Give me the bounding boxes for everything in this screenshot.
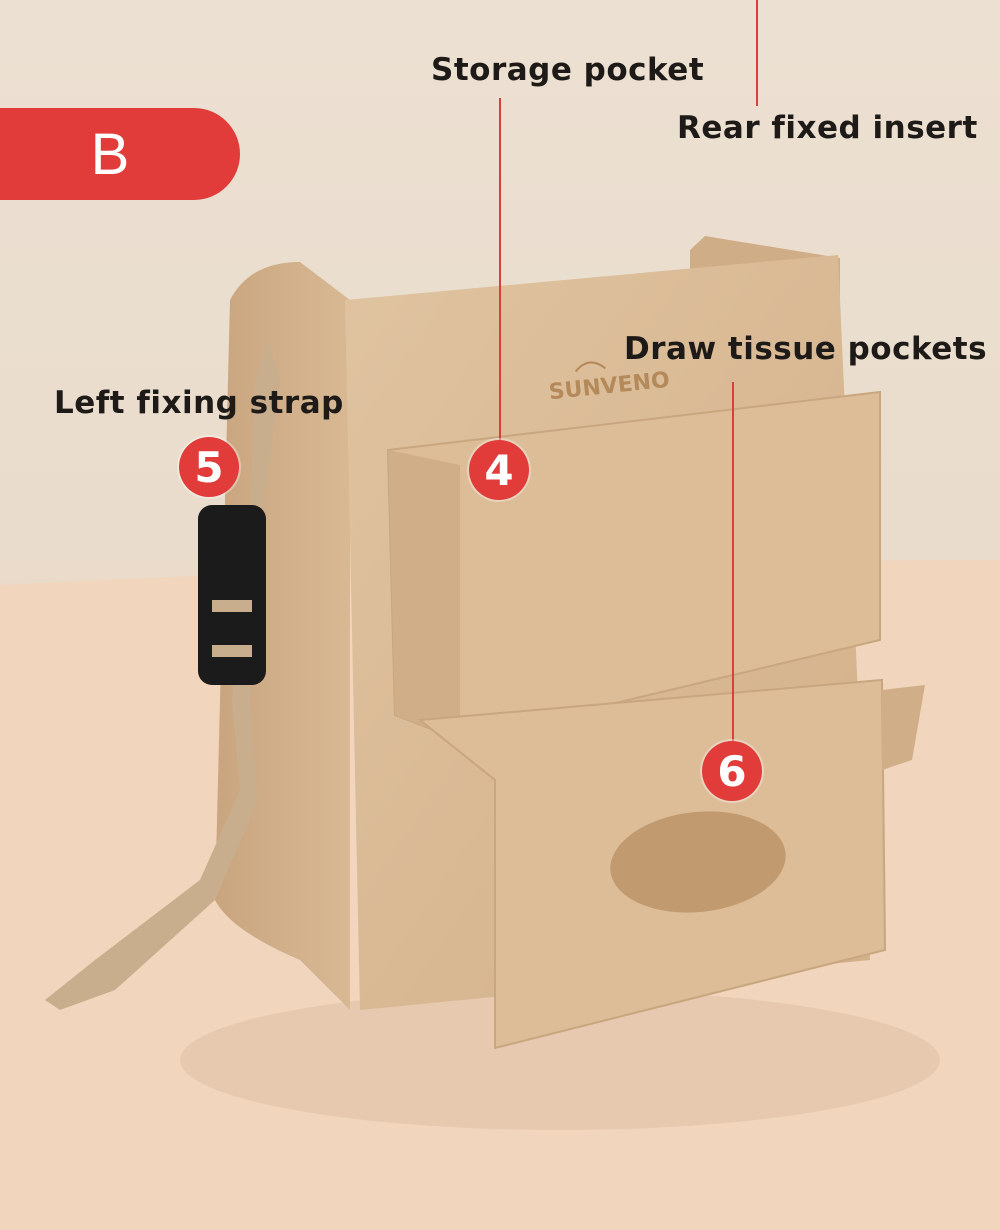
storage-pocket-leader — [499, 98, 501, 448]
marker-4: 4 — [469, 440, 529, 500]
section-badge: B — [0, 108, 240, 200]
rear-insert-leader — [756, 0, 758, 106]
tissue-opening — [610, 811, 786, 913]
left-fixing-strap — [45, 340, 280, 1010]
marker-5: 5 — [179, 437, 239, 497]
tissue-pocket-leader — [732, 382, 734, 742]
left-fixing-strap-label: Left fixing strap — [54, 385, 344, 421]
marker-6: 6 — [702, 741, 762, 801]
storage-pocket-label: Storage pocket — [431, 52, 705, 88]
section-badge-letter: B — [90, 121, 130, 187]
draw-tissue-pockets-label: Draw tissue pockets — [624, 331, 988, 367]
rear-fixed-insert-label: Rear fixed insert — [677, 110, 978, 146]
organizer-side-panel — [215, 262, 350, 1010]
buckle — [198, 505, 266, 685]
